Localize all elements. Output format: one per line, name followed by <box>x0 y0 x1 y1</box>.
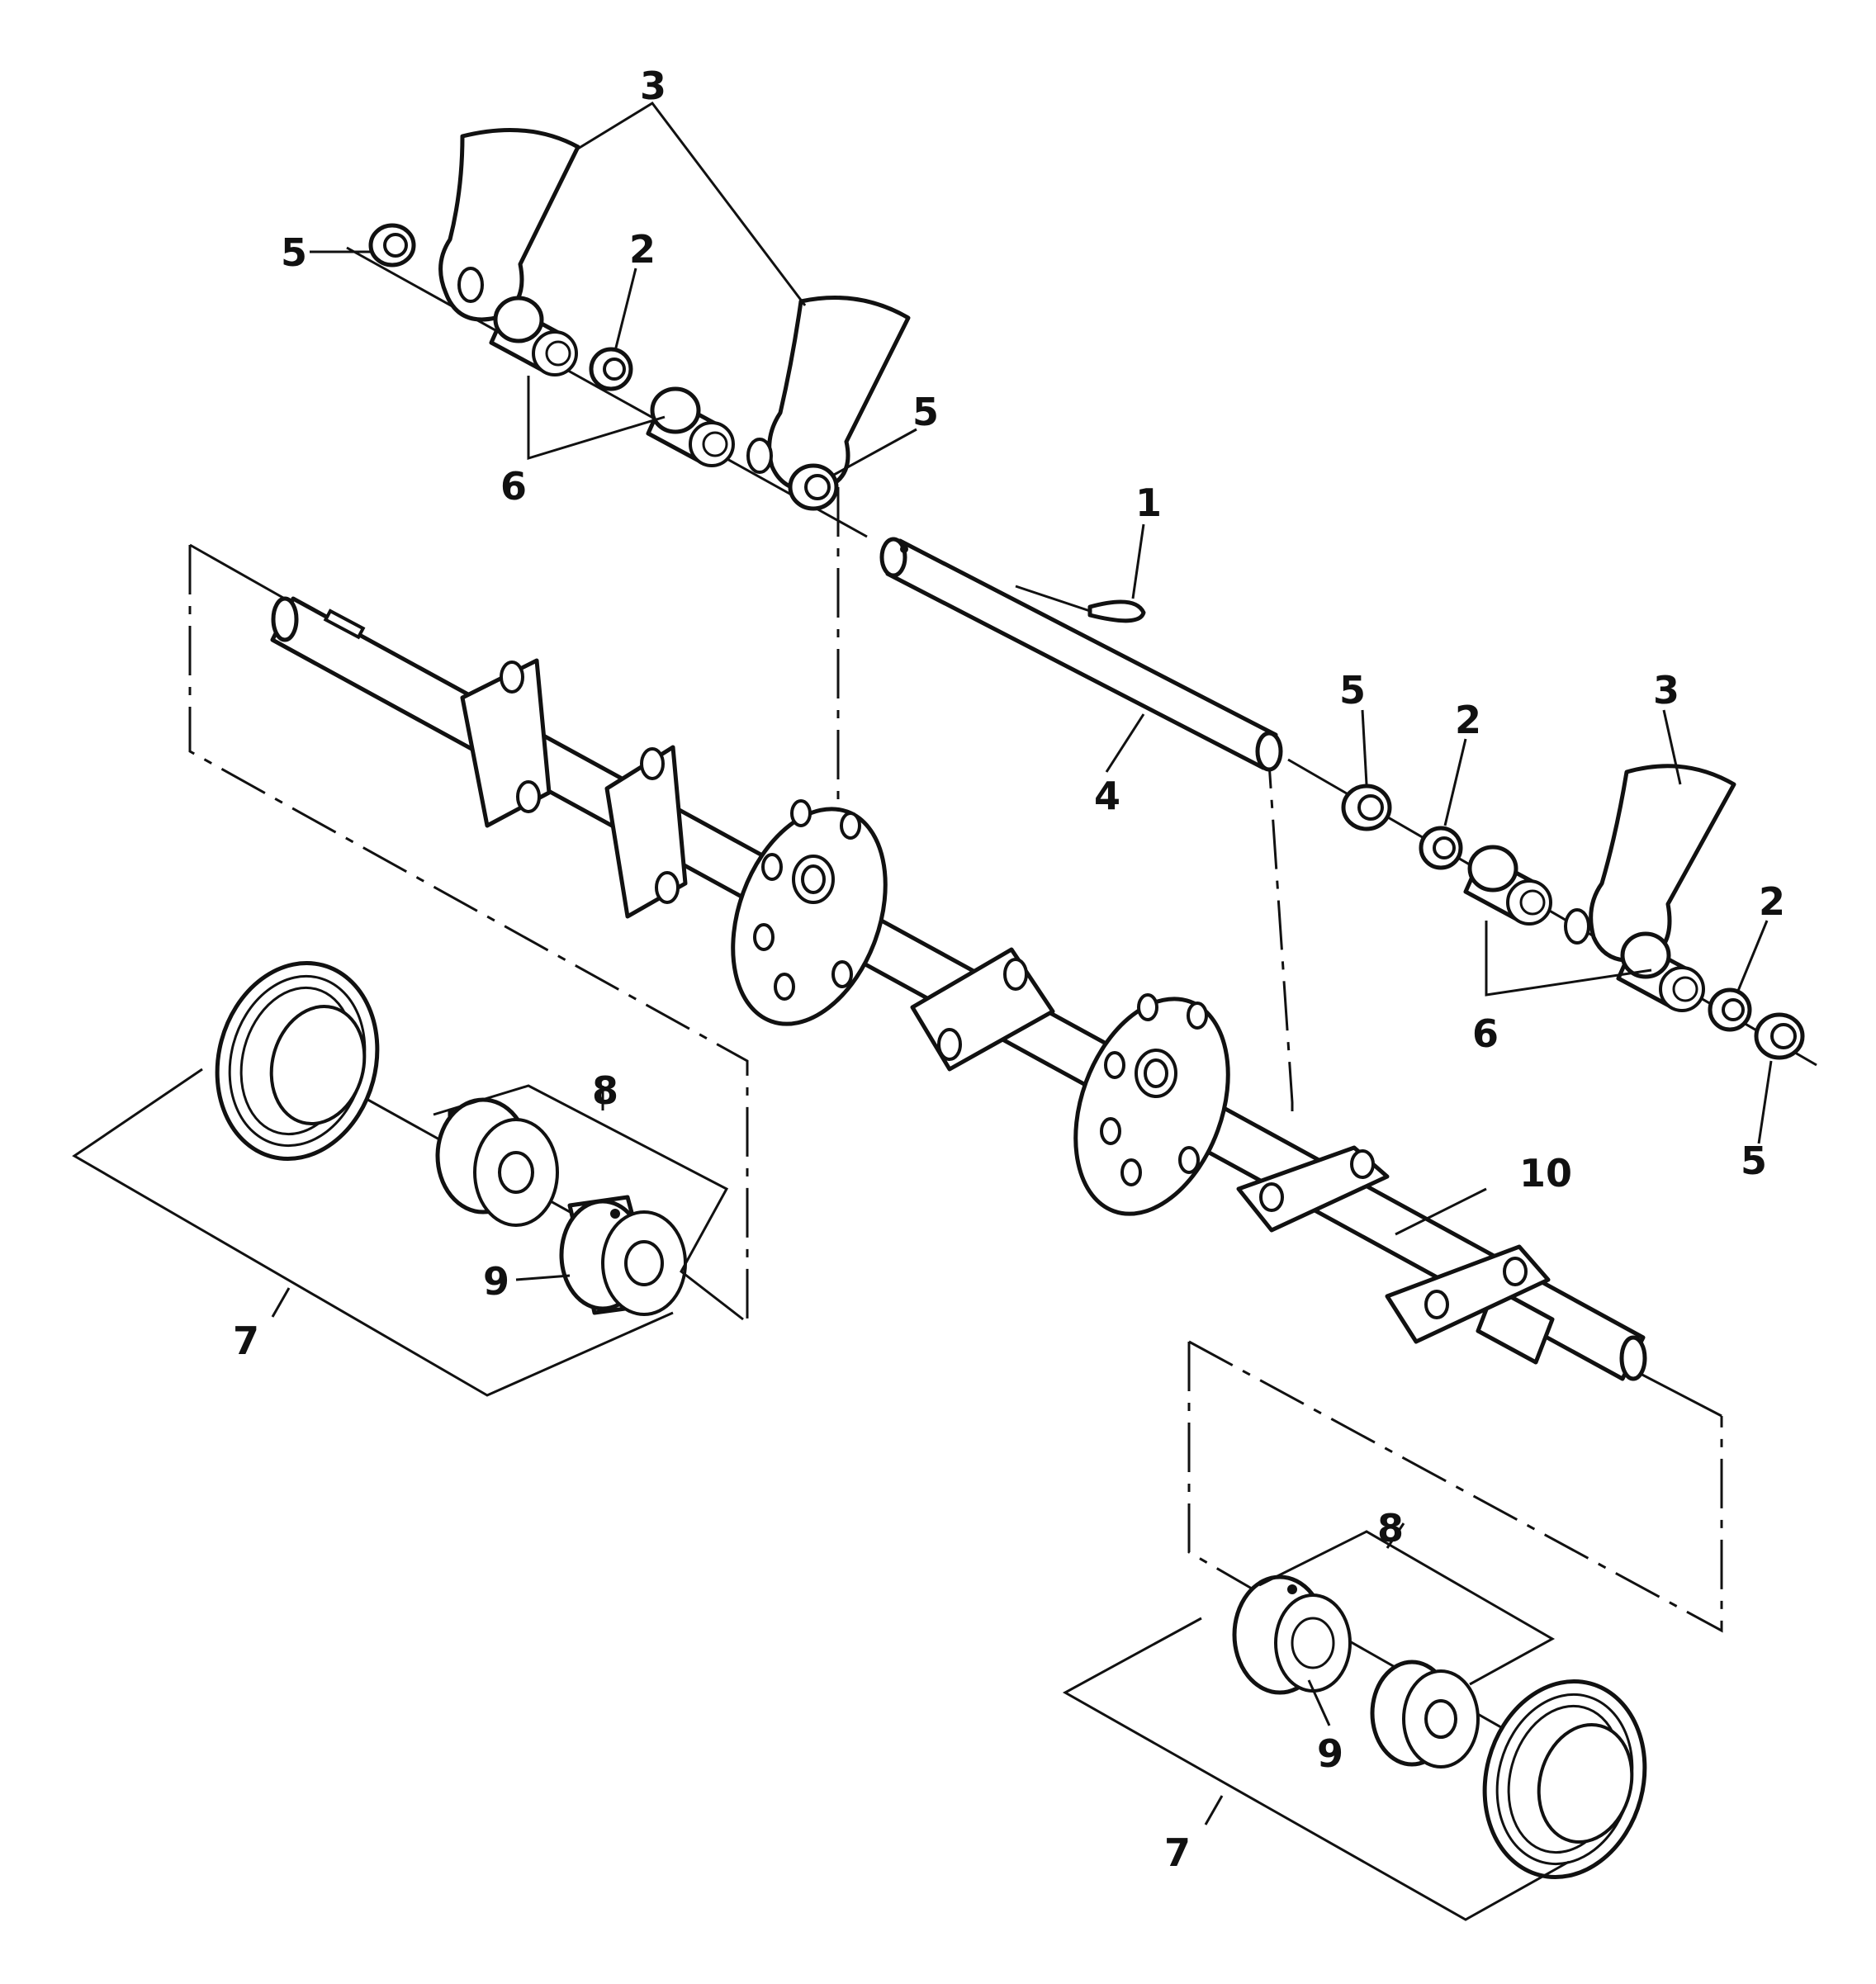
hub-flange-icon <box>1236 1145 1390 1233</box>
callout-3: 3 <box>640 64 666 108</box>
callout-10: 10 <box>1519 1151 1572 1196</box>
hub-flange-icon <box>604 745 688 919</box>
callout-leaders <box>72 102 1773 1921</box>
callout-9: 9 <box>1317 1731 1343 1776</box>
hub-flange-icon <box>1073 993 1230 1216</box>
lock-collar-icon <box>1232 1574 1352 1695</box>
hub-flange-icon <box>1385 1244 1551 1344</box>
washer-icon <box>1708 987 1752 1032</box>
callout-8: 8 <box>592 1068 618 1113</box>
callout-9: 9 <box>483 1259 509 1304</box>
callout-1: 1 <box>1135 481 1162 525</box>
assembly-dashed-lines <box>188 487 1723 1633</box>
pivot-arm-icon <box>1564 764 1736 963</box>
callout-labels: 3 5 2 5 6 1 5 2 3 4 2 6 5 8 10 9 7 8 9 7 <box>233 64 1785 1875</box>
callout-3: 3 <box>1653 668 1679 713</box>
callout-2: 2 <box>1759 879 1785 924</box>
washer-icon <box>589 347 633 391</box>
callout-7: 7 <box>1164 1830 1191 1875</box>
callout-8: 8 <box>1377 1506 1404 1551</box>
washer-icon <box>1754 1012 1805 1060</box>
callout-5: 5 <box>281 230 307 275</box>
bearing-icon <box>1370 1660 1480 1769</box>
callout-6: 6 <box>1472 1011 1499 1056</box>
washer-icon <box>788 463 839 511</box>
hub-flange-icon <box>910 947 1055 1072</box>
pivot-arm-icon <box>438 127 580 322</box>
washer-icon <box>1341 784 1392 831</box>
lock-collar-icon <box>559 1195 687 1316</box>
cotter-pin-icon <box>1015 585 1146 623</box>
callout-5: 5 <box>1339 668 1366 713</box>
callout-2: 2 <box>1455 698 1481 742</box>
spacer-sleeve-icon <box>1463 845 1552 926</box>
bearing-icon <box>1482 1679 1647 1879</box>
washer-icon <box>1419 826 1463 870</box>
washer-icon <box>368 223 416 268</box>
spacer-sleeve-icon <box>489 296 578 376</box>
callout-7: 7 <box>233 1319 259 1363</box>
callout-4: 4 <box>1094 774 1120 818</box>
callout-2: 2 <box>629 227 656 272</box>
shaft-icon <box>879 537 1283 772</box>
callout-6: 6 <box>500 464 527 509</box>
hub-flange-icon <box>460 658 552 828</box>
pivot-arm-icon <box>746 296 911 493</box>
spacer-sleeve-icon <box>646 386 735 467</box>
callout-5: 5 <box>1741 1139 1767 1183</box>
bearing-icon <box>215 961 380 1161</box>
spacer-sleeve-icon <box>1616 931 1705 1012</box>
callout-5: 5 <box>912 390 939 434</box>
hub-flange-icon <box>731 799 888 1026</box>
bearing-icon <box>435 1097 559 1227</box>
